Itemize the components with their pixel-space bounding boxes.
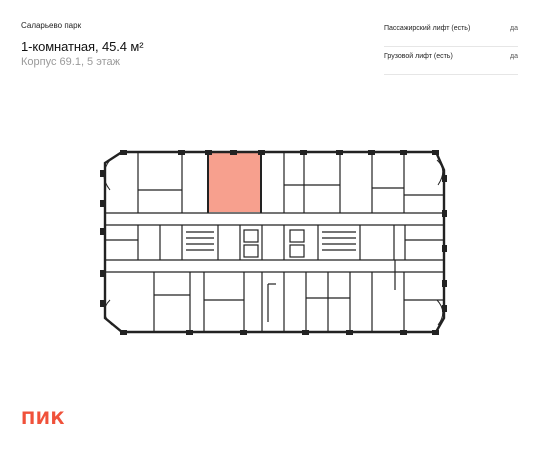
plan-columns xyxy=(100,150,447,335)
spec-row-passenger-lift: Пассажирский лифт (есть) да xyxy=(384,21,518,47)
spec-value: да xyxy=(510,25,518,32)
spec-label: Грузовой лифт (есть) xyxy=(384,53,453,60)
spec-row-freight-lift: Грузовой лифт (есть) да xyxy=(384,49,518,75)
spec-label: Пассажирский лифт (есть) xyxy=(384,25,471,32)
selected-apartment[interactable] xyxy=(208,152,261,212)
pik-logo: ПИК xyxy=(21,409,65,429)
project-name: Саларьево парк xyxy=(21,21,82,30)
building-floor-subtitle: Корпус 69.1, 5 этаж xyxy=(21,56,120,68)
apartment-title: 1-комнатная, 45.4 м² xyxy=(21,39,144,54)
spec-value: да xyxy=(510,53,518,60)
specs-list: Пассажирский лифт (есть) да Грузовой лиф… xyxy=(384,21,518,75)
plan-corner-bays xyxy=(103,159,444,326)
plan-walls xyxy=(103,150,446,334)
